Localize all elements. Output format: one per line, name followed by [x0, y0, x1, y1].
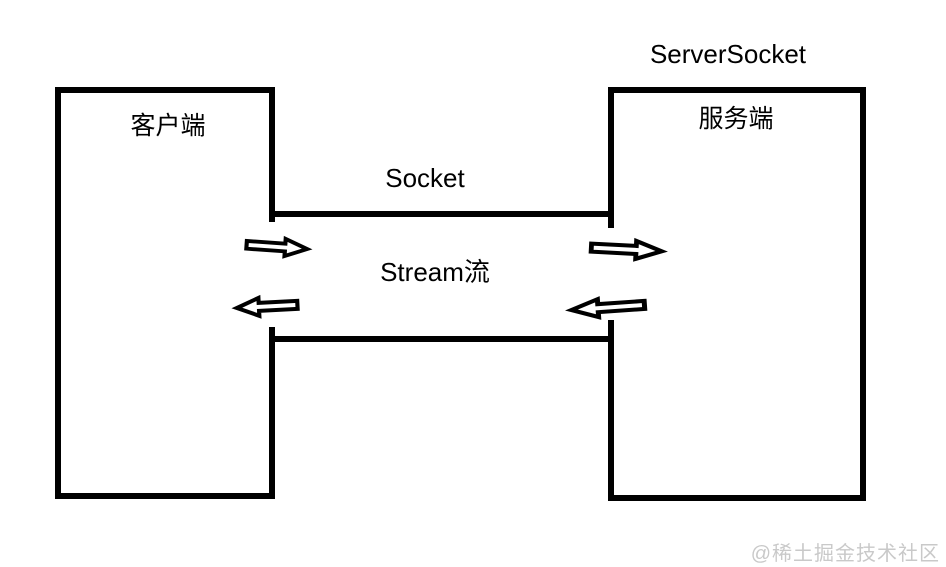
watermark-text: @稀土掘金技术社区 — [750, 543, 940, 565]
server-socket-label: ServerSocket — [649, 39, 807, 69]
client-box-border-gap — [268, 222, 276, 327]
client-box — [55, 87, 275, 499]
arrow-left-icon — [565, 291, 651, 322]
arrow-right-icon — [241, 232, 313, 261]
client-box-label: 客户端 — [130, 112, 206, 140]
socket-connection-line — [269, 211, 614, 217]
server-box-label: 服务端 — [698, 105, 774, 133]
server-box-border-gap — [607, 228, 615, 320]
socket-label: Socket — [385, 163, 465, 193]
arrow-left-icon — [231, 291, 302, 320]
arrow-right-icon — [585, 234, 668, 263]
stream-connection-line — [269, 336, 614, 342]
stream-label: Stream流 — [380, 257, 490, 287]
